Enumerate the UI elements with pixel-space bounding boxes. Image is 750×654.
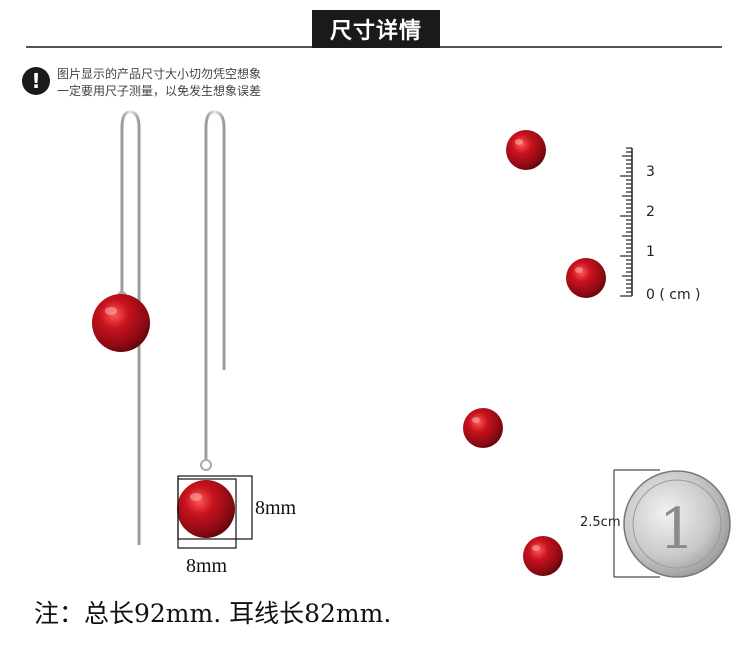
earring-large-right <box>177 110 253 549</box>
bead-width-label: 8mm <box>186 555 228 577</box>
ruler <box>620 147 633 297</box>
length-note: 注：总长92mm. 耳线长82mm. <box>34 599 392 628</box>
red-bead-measured <box>177 480 235 538</box>
warning-line-1: 图片显示的产品尺寸大小切勿凭空想象 <box>57 67 262 81</box>
earring-small-bottom <box>463 370 563 585</box>
exclamation-icon: ! <box>22 67 50 95</box>
earring-large-left <box>92 110 150 545</box>
ruler-tick-2: 2 <box>646 204 655 220</box>
page-title: 尺寸详情 <box>312 10 440 48</box>
earring-small-top <box>506 90 606 305</box>
coin-reference: 1 <box>613 469 731 578</box>
red-bead-large <box>92 294 150 352</box>
ruler-zero-label: 0 ( cm ) <box>646 287 701 303</box>
warning-text: 图片显示的产品尺寸大小切勿凭空想象 一定要用尺子测量，以免发生想象误差 <box>57 66 261 100</box>
ruler-tick-3: 3 <box>646 164 655 180</box>
ruler-tick-1: 1 <box>646 244 655 260</box>
svg-text:1: 1 <box>659 497 695 562</box>
warning-line-2: 一定要用尺子测量，以免发生想象误差 <box>57 84 262 98</box>
bead-height-label: 8mm <box>255 497 297 519</box>
coin-size-label: 2.5cm <box>580 515 621 530</box>
